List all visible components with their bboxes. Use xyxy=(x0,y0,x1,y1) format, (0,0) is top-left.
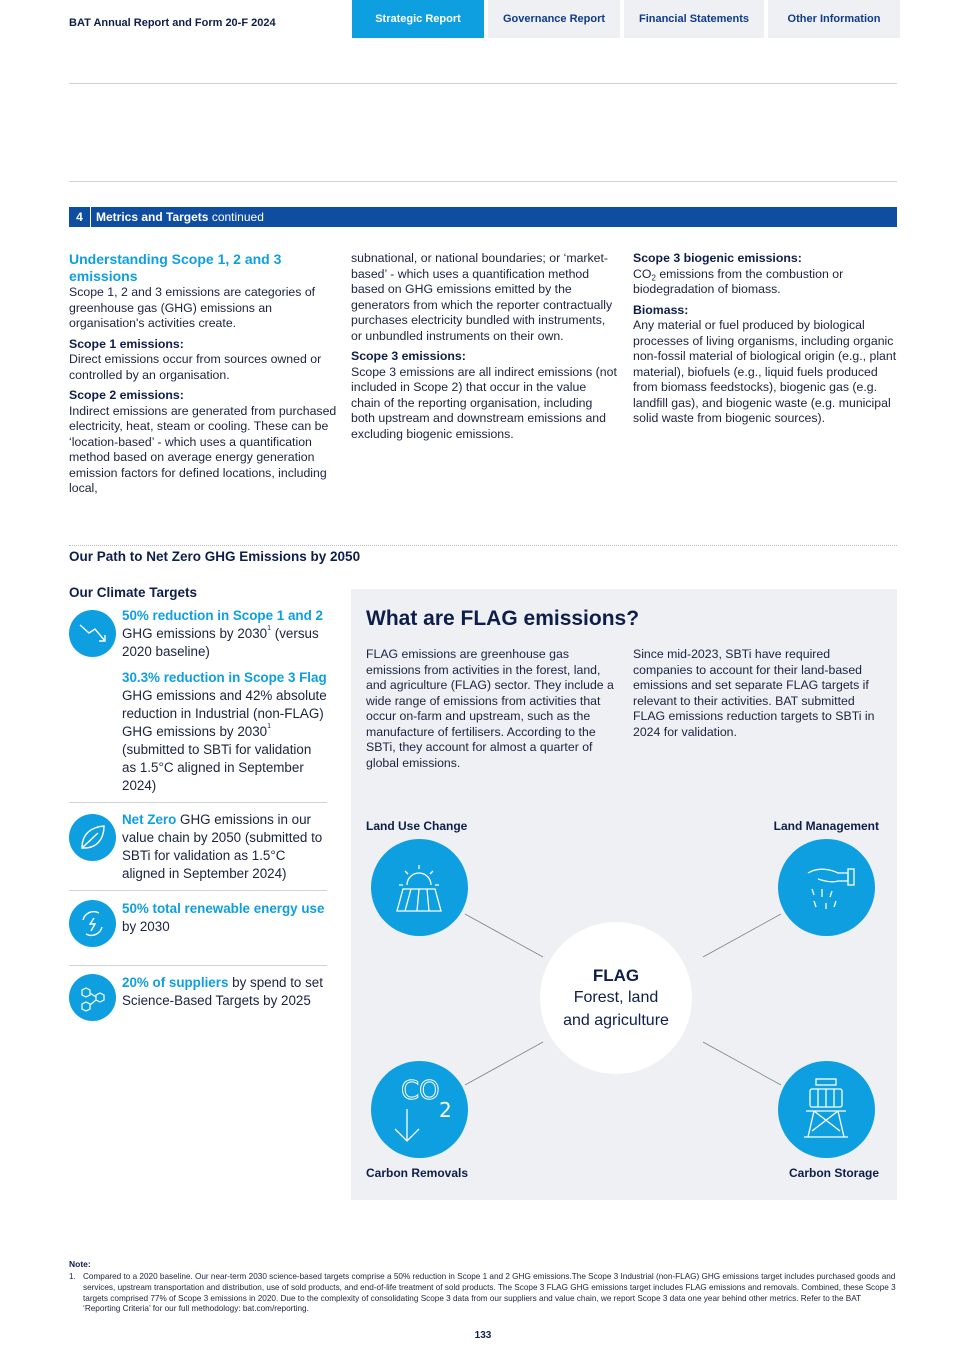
target-scope3-text: 30.3% reduction in Scope 3 Flag GHG emis… xyxy=(122,670,327,793)
tab-financial-statements[interactable]: Financial Statements xyxy=(624,0,764,38)
page-number: 133 xyxy=(474,1330,492,1341)
scope-intro: Scope 1, 2 and 3 emissions are categorie… xyxy=(69,285,316,330)
scope-heading: Understanding Scope 1, 2 and 3 emissions xyxy=(69,251,282,284)
supplier-network-icon xyxy=(69,974,116,1021)
dotted-divider xyxy=(69,545,897,546)
scope3-text: Scope 3 emissions are all indirect emiss… xyxy=(351,364,617,441)
nav-tabs: Strategic Report Governance Report Finan… xyxy=(352,0,900,38)
target-divider xyxy=(69,965,327,966)
footnote-number: 1. xyxy=(69,1272,76,1281)
scope1-heading: Scope 1 emissions: xyxy=(69,336,184,351)
footnote: 1. Compared to a 2020 baseline. Our near… xyxy=(69,1272,897,1315)
scope3-biogenic-text: CO2 emissions from the combustion or bio… xyxy=(633,266,844,297)
section-bar: 4 Metrics and Targets continued xyxy=(69,207,897,227)
divider-mid xyxy=(69,181,897,182)
renewable-energy-icon xyxy=(69,900,116,947)
footnote-text: Compared to a 2020 baseline. Our near-te… xyxy=(83,1272,896,1314)
target-divider xyxy=(69,890,327,891)
svg-text:CO: CO xyxy=(401,1076,440,1106)
scope3-biogenic-heading: Scope 3 biogenic emissions: xyxy=(633,251,802,265)
tab-other-information[interactable]: Other Information xyxy=(768,0,900,38)
flag-paragraph-1: FLAG emissions are greenhouse gas emissi… xyxy=(366,647,614,770)
scope2-text-part1: Indirect emissions are generated from pu… xyxy=(69,403,337,496)
report-title: BAT Annual Report and Form 20-F 2024 xyxy=(69,17,276,29)
biomass-text: Any material or fuel produced by biologi… xyxy=(633,318,897,425)
flag-center-circle: FLAG Forest, land and agriculture xyxy=(540,922,692,1074)
target-net-zero-text: Net Zero GHG emissions in our value chai… xyxy=(122,812,323,881)
tab-governance-report[interactable]: Governance Report xyxy=(488,0,620,38)
label-carbon-removals: Carbon Removals xyxy=(366,1166,469,1180)
land-management-icon xyxy=(778,839,875,936)
label-land-management: Land Management xyxy=(773,819,879,833)
leaf-icon xyxy=(69,814,116,861)
flag-center-line1: Forest, land xyxy=(573,989,659,1006)
trend-down-icon xyxy=(69,610,116,657)
scope2-heading: Scope 2 emissions: xyxy=(69,388,184,402)
scope3-heading: Scope 3 emissions: xyxy=(351,349,466,363)
divider-top xyxy=(69,83,897,84)
note-heading: Note: xyxy=(69,1259,91,1269)
target-scope12-text: 50% reduction in Scope 1 and 2 GHG emiss… xyxy=(122,608,323,659)
section-title: Metrics and Targets continued xyxy=(96,210,264,224)
flag-title: What are FLAG emissions? xyxy=(366,607,640,630)
section-number: 4 xyxy=(69,207,91,227)
biomass-heading: Biomass: xyxy=(633,302,689,317)
scope-column-2: subnational, or national boundaries; or … xyxy=(351,251,617,442)
connector-lines xyxy=(464,913,782,1086)
land-use-change-icon xyxy=(371,839,468,936)
flag-center-title: FLAG xyxy=(592,966,640,985)
scope-column-3: Scope 3 biogenic emissions: CO2 emission… xyxy=(633,251,897,427)
tab-strategic-report[interactable]: Strategic Report xyxy=(352,0,484,38)
scope-column-1: Understanding Scope 1, 2 and 3 emissions… xyxy=(69,251,337,497)
flag-panel: What are FLAG emissions? FLAG emissions … xyxy=(351,589,897,1200)
label-land-use-change: Land Use Change xyxy=(366,819,468,833)
climate-targets-heading: Our Climate Targets xyxy=(69,585,198,600)
carbon-storage-icon xyxy=(778,1061,875,1158)
svg-text:2: 2 xyxy=(439,1098,452,1122)
target-divider xyxy=(69,802,327,803)
scope1-text: Direct emissions occur from sources owne… xyxy=(69,352,322,382)
flag-paragraph-2: Since mid-2023, SBTi have required compa… xyxy=(633,647,875,739)
flag-center-line2: and agriculture xyxy=(563,1012,669,1029)
label-carbon-storage: Carbon Storage xyxy=(788,1166,879,1180)
path-heading: Our Path to Net Zero GHG Emissions by 20… xyxy=(69,549,361,564)
scope2-text-part2: subnational, or national boundaries; or … xyxy=(351,251,613,343)
target-renewable-text: 50% total renewable energy use by 2030 xyxy=(122,901,325,934)
target-suppliers-text: 20% of suppliers by spend to set Science… xyxy=(122,975,323,1008)
